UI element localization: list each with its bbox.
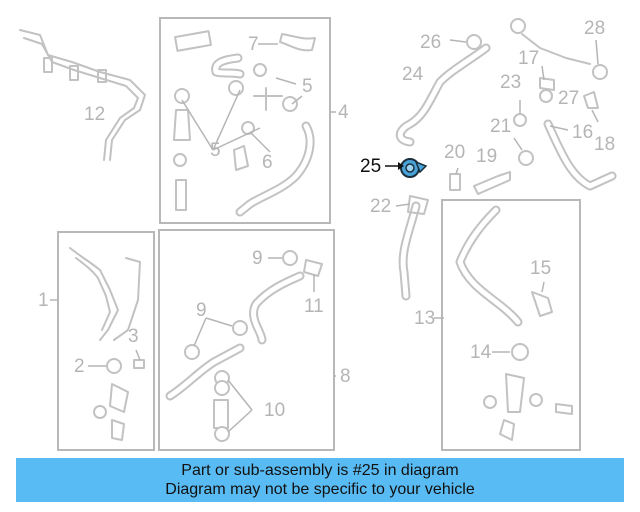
callout-20: 20 — [444, 142, 465, 163]
callout-19: 19 — [476, 146, 497, 167]
callout-16: 16 — [572, 122, 593, 143]
part-25-highlight[interactable] — [400, 158, 428, 178]
callout-3: 3 — [128, 326, 139, 347]
box-1-parts — [69, 247, 145, 441]
info-banner: Part or sub-assembly is #25 in diagram D… — [16, 458, 624, 502]
callout-27: 27 — [558, 88, 579, 109]
box-8-parts — [165, 250, 323, 442]
callout-14: 14 — [470, 342, 492, 363]
callout-21: 21 — [490, 116, 511, 137]
callout-5a: 5 — [302, 76, 313, 97]
group-box-8 — [158, 229, 335, 451]
group-box-4 — [159, 17, 331, 224]
callout-4: 4 — [338, 102, 349, 123]
banner-line-1: Part or sub-assembly is #25 in diagram — [181, 462, 459, 479]
upper-right-parts — [395, 18, 617, 191]
callout-11: 11 — [304, 296, 324, 317]
box-4-parts — [173, 30, 316, 217]
callout-23: 23 — [500, 72, 521, 93]
group-box-1 — [57, 231, 155, 451]
callout-26: 26 — [420, 32, 441, 53]
callout-6: 6 — [262, 152, 273, 173]
leader-lines — [50, 39, 599, 433]
callout-5b: 5 — [210, 140, 221, 161]
callout-9b: 9 — [196, 300, 207, 321]
callout-10: 10 — [264, 400, 285, 421]
callout-17: 17 — [518, 48, 539, 69]
callout-22: 22 — [370, 196, 391, 217]
group-box-13 — [441, 199, 581, 451]
callout-15: 15 — [530, 258, 551, 279]
callout-8: 8 — [340, 366, 351, 387]
callout-12: 12 — [84, 104, 105, 125]
box-13-parts — [455, 205, 573, 441]
part-12-pipe — [19, 29, 146, 161]
callout-18: 18 — [594, 134, 615, 155]
callout-2: 2 — [74, 356, 85, 377]
callout-9a: 9 — [252, 248, 263, 269]
banner-line-2: Diagram may not be specific to your vehi… — [165, 481, 475, 498]
callout-25: 25 — [360, 156, 381, 177]
middle-right-parts — [398, 171, 511, 301]
callout-labels: 12 7 5 4 5 6 1 3 2 9 11 9 8 10 26 28 17 … — [38, 18, 615, 421]
callout-24: 24 — [402, 64, 424, 85]
callout-28: 28 — [584, 18, 605, 39]
callout-13: 13 — [414, 308, 435, 329]
callout-1: 1 — [38, 290, 49, 311]
callout-7: 7 — [248, 34, 259, 55]
